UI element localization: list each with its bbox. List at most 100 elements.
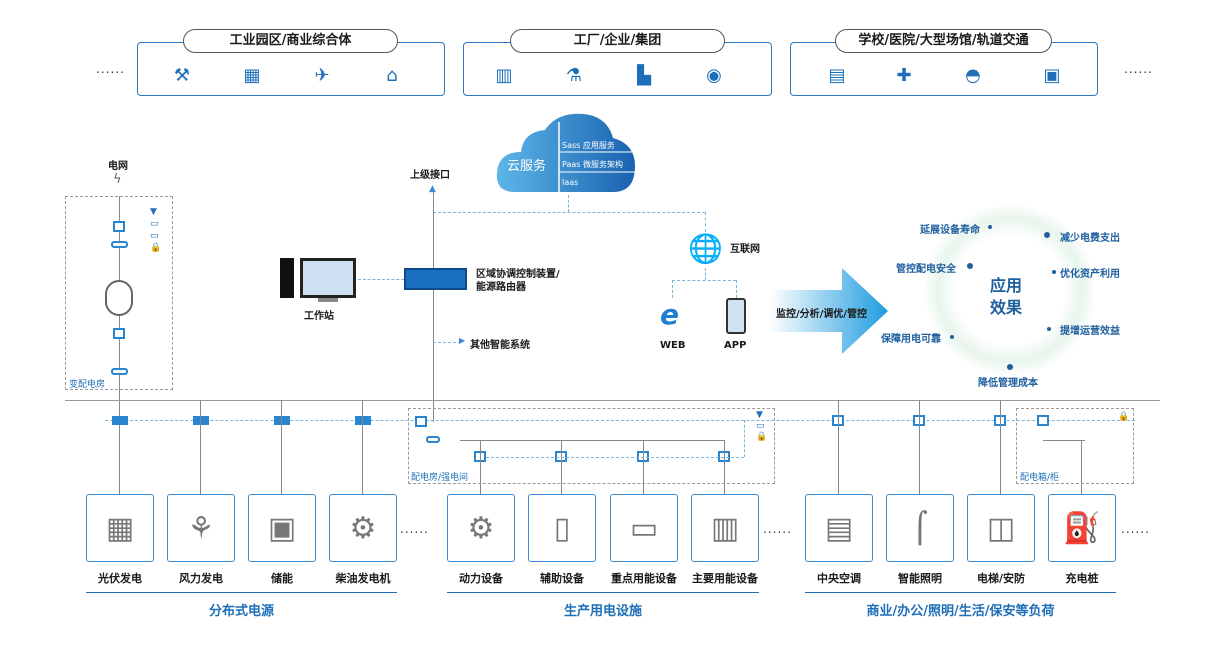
effects-ring <box>925 205 1095 375</box>
train-icon: ▣ <box>1043 65 1061 86</box>
airport-icon: ✈ <box>314 65 330 86</box>
cabinet-icon: ▯ <box>553 510 571 546</box>
device-label: 光伏发电 <box>98 572 142 585</box>
monitor-icon <box>300 258 356 298</box>
wind-turbine-icon: ⚘ <box>187 510 215 546</box>
device-card-elevator: ◫ <box>967 494 1035 562</box>
ellipsis: ...... <box>1121 522 1150 536</box>
effects-center: 应用效果 <box>990 275 1022 319</box>
lock-icon: 🔒 <box>1118 412 1130 422</box>
router-label: 区域协调控制装置/ 能源路由器 <box>476 269 560 293</box>
monitor-icons: ▼▭🔒 <box>756 410 768 442</box>
device-card-wind: ⚘ <box>167 494 235 562</box>
device-label: 储能 <box>271 572 293 585</box>
scenario-title: 工厂/企业/集团 <box>510 29 725 53</box>
device-card-lighting: ⌠ <box>886 494 954 562</box>
arrow-up-icon: ▲ <box>429 184 436 194</box>
hospital-icon: ✚ <box>896 65 912 86</box>
device-card-diesel: ⚙ <box>329 494 397 562</box>
machine-icon: ⚙ <box>467 510 495 546</box>
device-card-key: ▭ <box>610 494 678 562</box>
device-label: 智能照明 <box>898 572 942 585</box>
substation-label: 变配电房 <box>69 380 106 390</box>
cloud-layer: Sass 应用服务 <box>562 141 615 150</box>
device-label: 主要用能设备 <box>692 572 758 585</box>
arrow-label: 监控/分析/调优/管控 <box>776 309 867 320</box>
globe-icon: 🌐 <box>688 232 723 265</box>
effect-item: 管控配电安全 <box>896 264 956 275</box>
effect-item: 降低管理成本 <box>978 378 1038 389</box>
device-card-storage: ▣ <box>248 494 316 562</box>
ellipsis: ...... <box>96 62 125 76</box>
effect-item: 优化资产利用 <box>1060 269 1120 280</box>
internet-label: 互联网 <box>730 244 760 255</box>
distribution-box <box>1016 408 1134 484</box>
effects-center-line: 应用 <box>990 276 1023 295</box>
communication-bus <box>105 420 1135 421</box>
effect-item: 提增运营效益 <box>1060 326 1120 337</box>
device-label: 电梯/安防 <box>976 572 1026 585</box>
web-label: WEB <box>660 340 686 351</box>
cloud-title: 云服务 <box>507 159 547 174</box>
device-label: 风力发电 <box>179 572 223 585</box>
mobile-phone-icon <box>726 298 746 334</box>
lightning-icon: ϟ <box>113 172 122 187</box>
ev-charger-icon: ⛽ <box>1063 510 1101 546</box>
effect-item: 延展设备寿命 <box>920 225 980 236</box>
equipment-icon: ▥ <box>710 510 740 546</box>
device-label: 辅助设备 <box>540 572 584 585</box>
monitor-icons: ▼▭▭🔒 <box>150 207 162 253</box>
device-card-power: ⚙ <box>447 494 515 562</box>
web-browser-icon: e <box>660 298 679 331</box>
effect-item: 保障用电可靠 <box>881 334 941 345</box>
device-label: 中央空调 <box>817 572 861 585</box>
power-bus <box>65 400 1160 401</box>
ellipsis: ...... <box>763 522 792 536</box>
transformer-icon <box>105 280 133 316</box>
compressor-icon: ▭ <box>629 510 659 546</box>
cloud-layer: Paas 微服务架构 <box>562 160 623 169</box>
device-label: 动力设备 <box>459 572 503 585</box>
grid-label: 电网 <box>108 161 128 172</box>
fan-icon: ◉ <box>706 65 722 86</box>
big-arrow-icon <box>770 268 888 354</box>
cloud-layer: Iaas <box>562 178 579 187</box>
office-building-icon: ▦ <box>243 65 261 86</box>
scenario-title: 学校/医院/大型场馆/轨道交通 <box>835 29 1052 53</box>
industrial-plant-icon: ▙ <box>637 65 651 86</box>
device-card-ac: ▤ <box>805 494 873 562</box>
device-label: 柴油发电机 <box>335 572 391 585</box>
battery-storage-icon: ▣ <box>267 510 297 546</box>
generator-icon: ⚙ <box>349 510 377 546</box>
workstation-label: 工作站 <box>304 311 334 322</box>
wind-turbine-icon: ⚒ <box>173 65 191 86</box>
school-icon: ▤ <box>828 65 846 86</box>
device-label: 充电桩 <box>1065 572 1099 585</box>
mall-icon: ⌂ <box>386 65 398 86</box>
chemical-plant-icon: ⚗ <box>565 65 583 86</box>
device-card-aux: ▯ <box>528 494 596 562</box>
ellipsis: ...... <box>1124 62 1153 76</box>
effect-item: 减少电费支出 <box>1060 233 1120 244</box>
solar-panel-icon: ▦ <box>105 510 135 546</box>
group-label: 分布式电源 <box>208 604 274 619</box>
pc-tower-icon <box>280 258 294 298</box>
stadium-icon: ◓ <box>965 65 981 86</box>
upper-interface-label: 上级接口 <box>410 170 450 181</box>
device-card-main: ▥ <box>691 494 759 562</box>
other-systems-label: 其他智能系统 <box>470 340 530 351</box>
cloud-icon <box>496 113 635 192</box>
factory-icon: ▥ <box>495 65 513 86</box>
device-card-pv: ▦ <box>86 494 154 562</box>
street-lamp-icon: ⌠ <box>912 510 928 546</box>
chiller-icon: ▤ <box>824 510 854 546</box>
scenario-title: 工业园区/商业综合体 <box>183 29 398 53</box>
arrow-right-icon: ▶ <box>459 336 466 345</box>
ellipsis: ...... <box>400 522 429 536</box>
distribution-box-label: 配电箱/柜 <box>1020 473 1060 483</box>
distribution-room-label: 配电房/强电间 <box>411 473 469 483</box>
distribution-room-box <box>408 408 775 484</box>
device-label: 重点用能设备 <box>611 572 677 585</box>
energy-router-device <box>404 268 467 290</box>
device-card-charger: ⛽ <box>1048 494 1116 562</box>
